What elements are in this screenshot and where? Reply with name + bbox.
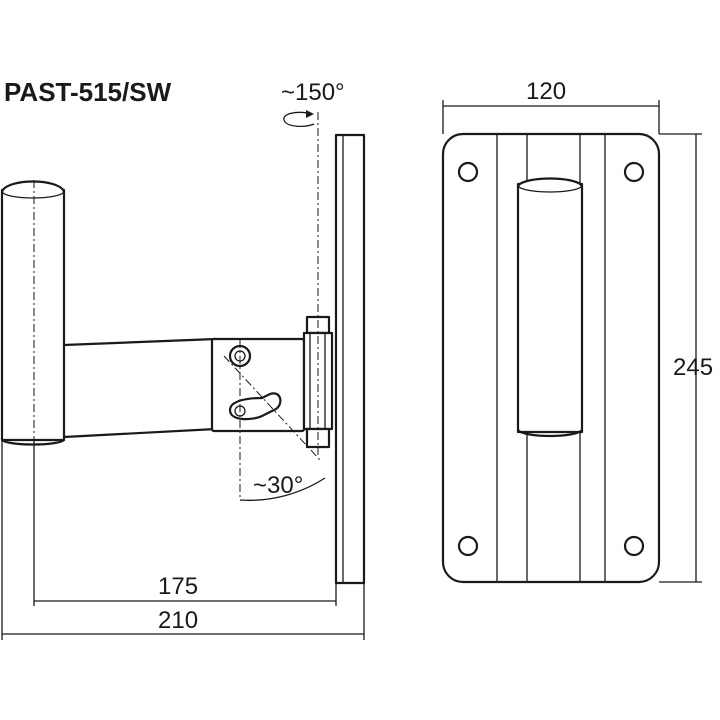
dimension-175: 175 [33, 440, 337, 606]
tilt-slot [228, 392, 282, 421]
model-title: PAST-515/SW [4, 77, 172, 107]
speaker-pole [0, 180, 66, 446]
swivel-arrow [283, 111, 315, 127]
dimension-120-label: 120 [526, 78, 566, 105]
dimension-245-label: 245 [673, 354, 713, 381]
mounting-hole-top-right [623, 161, 645, 183]
mount-cylinder [516, 177, 584, 438]
tilt-bracket [210, 337, 306, 433]
dimension-120: 120 [442, 78, 660, 134]
mounting-hole-bottom-right [623, 535, 645, 557]
tilt-angle-arc [239, 477, 326, 501]
dimension-210: 210 [1, 440, 365, 640]
wall-plate-side [334, 133, 366, 585]
dimension-245: 245 [659, 133, 713, 583]
swivel-angle-label: ~150° [281, 79, 345, 106]
bracket-arm [62, 337, 218, 439]
mounting-hole-top-left [457, 161, 479, 183]
side-view: ~30° ~150° 175 210 [0, 79, 366, 640]
tilt-angle-label: ~30° [253, 472, 303, 499]
dimension-175-label: 175 [158, 573, 198, 600]
dimension-210-label: 210 [158, 607, 198, 634]
front-view: 120 245 [441, 78, 713, 584]
mounting-hole-bottom-left [457, 535, 479, 557]
